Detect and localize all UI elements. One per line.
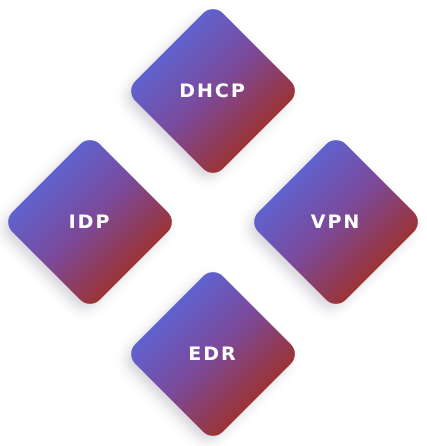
node-label-vpn: VPN [310,211,362,233]
node-idp: IDP [2,134,178,310]
node-label-dhcp: DHCP [179,80,247,102]
node-dhcp: DHCP [125,3,301,179]
node-label-edr: EDR [188,343,238,365]
node-label-idp: IDP [68,211,112,233]
node-edr: EDR [125,266,301,442]
node-vpn: VPN [248,134,424,310]
